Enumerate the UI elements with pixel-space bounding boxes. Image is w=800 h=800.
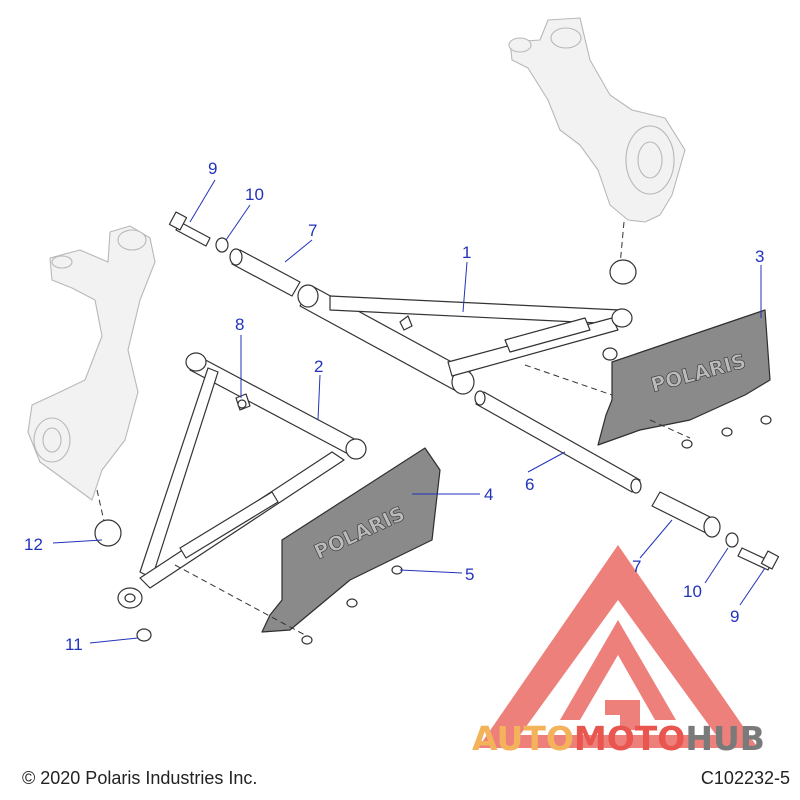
callout-7-left: 7 — [308, 221, 317, 240]
callout-9-right: 9 — [730, 607, 739, 626]
left-steering-knuckle — [27, 225, 156, 531]
callout-9-left: 9 — [208, 159, 217, 178]
figure-id: C102232-5 — [700, 768, 790, 788]
watermark-logo — [478, 545, 758, 748]
washer-left — [215, 237, 229, 253]
bolt-right — [737, 547, 780, 571]
callout-labels: 9 10 7 1 3 8 2 4 5 6 7 10 9 11 12 — [24, 159, 764, 654]
callout-7-right: 7 — [632, 557, 641, 576]
pivot-tube — [474, 390, 642, 494]
leader-lines — [52, 179, 766, 644]
ball-joint-boot-right — [609, 259, 637, 285]
right-steering-knuckle — [508, 17, 686, 266]
screw-set — [237, 399, 772, 645]
lower-guard: POLARIS — [174, 447, 441, 636]
callout-6: 6 — [525, 475, 534, 494]
lower-a-arm — [117, 352, 367, 609]
callout-5: 5 — [465, 565, 474, 584]
callout-12: 12 — [24, 535, 43, 554]
bushing-right — [651, 491, 721, 538]
bolt-left — [168, 211, 211, 247]
nut-lower — [136, 628, 152, 642]
callout-8: 8 — [235, 315, 244, 334]
nut-upper — [602, 347, 618, 361]
callout-11: 11 — [65, 635, 83, 654]
upper-guard: POLARIS — [524, 309, 771, 446]
watermark-text: AUTOMOTOHUB — [472, 719, 765, 758]
bushing-left — [229, 248, 301, 297]
callout-10-right: 10 — [683, 582, 702, 601]
callout-10-left: 10 — [245, 185, 264, 204]
ball-joint-boot-left — [94, 519, 122, 547]
washer-right — [725, 532, 739, 548]
callout-3: 3 — [755, 247, 764, 266]
callout-4: 4 — [484, 485, 493, 504]
copyright-notice: © 2020 Polaris Industries Inc. — [22, 768, 258, 788]
upper-a-arm — [297, 284, 633, 395]
callout-1: 1 — [462, 243, 471, 262]
callout-2: 2 — [314, 357, 323, 376]
